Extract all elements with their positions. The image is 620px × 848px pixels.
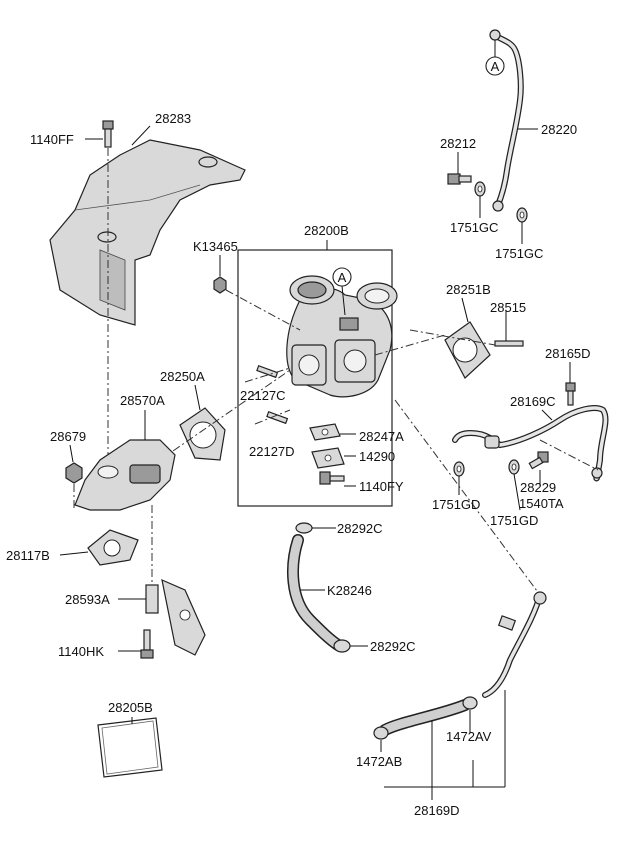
bolt-28165d xyxy=(565,382,576,406)
washer-1751gd-b xyxy=(508,459,520,475)
oil-pipe-28169d xyxy=(379,591,547,736)
washer-1751gc-a xyxy=(474,181,486,197)
label-1472ab: 1472AB xyxy=(356,754,402,769)
bolt-28229 xyxy=(528,451,549,470)
label-28593a: 28593A xyxy=(65,592,110,607)
label-28169c: 28169C xyxy=(510,394,556,409)
bolt-1140hk xyxy=(140,629,154,659)
clamp-1472ab xyxy=(373,726,389,740)
label-28250a: 28250A xyxy=(160,369,205,384)
label-28200b: 28200B xyxy=(304,223,349,238)
hose-k28246 xyxy=(287,534,344,651)
label-1140ff: 1140FF xyxy=(30,132,74,147)
label-28212: 28212 xyxy=(440,136,476,151)
nut-28679 xyxy=(65,462,83,484)
label-22127d: 22127D xyxy=(249,444,295,459)
label-28205b: 28205B xyxy=(108,700,153,715)
label-k13465: K13465 xyxy=(193,239,238,254)
label-28679: 28679 xyxy=(50,429,86,444)
bracket-28593a xyxy=(145,578,206,656)
label-22127c: 22127C xyxy=(240,388,286,403)
label-28292c-b: 28292C xyxy=(370,639,416,654)
clamp-1472av xyxy=(462,696,478,710)
gasket-28251b xyxy=(444,321,491,379)
bolt-28212 xyxy=(447,173,472,185)
stud-22127c xyxy=(256,364,279,379)
callout-a-top: A xyxy=(485,56,505,76)
label-1140hk: 1140HK xyxy=(58,644,104,659)
label-1751gc-b: 1751GC xyxy=(495,246,543,261)
label-28229: 28229 xyxy=(520,480,556,495)
svg-text:A: A xyxy=(338,270,347,285)
label-28515: 28515 xyxy=(490,300,526,315)
clamp-28292c-a xyxy=(295,522,313,534)
label-28247a: 28247A xyxy=(359,429,404,444)
label-1751gd-a: 1751GD xyxy=(432,497,480,512)
oil-feed-pipe-28220 xyxy=(489,29,524,212)
flange-14290 xyxy=(311,447,345,469)
bolt-1140ff xyxy=(102,120,114,148)
label-28292c-a: 28292C xyxy=(337,521,383,536)
washer-1751gd-a xyxy=(453,461,465,477)
label-28220: 28220 xyxy=(541,122,577,137)
exhaust-elbow-28570a xyxy=(74,439,176,511)
heat-shield-28283 xyxy=(49,139,246,326)
label-k28246: K28246 xyxy=(327,583,372,598)
stud-28515 xyxy=(494,340,524,347)
oil-pipe-28169c xyxy=(452,405,609,482)
label-1751gc-a: 1751GC xyxy=(450,220,498,235)
gasket-28205b xyxy=(97,717,163,778)
label-28169d: 28169D xyxy=(414,803,460,818)
clamp-28292c-b xyxy=(333,639,351,653)
svg-text:A: A xyxy=(491,59,500,74)
label-28251b: 28251B xyxy=(446,282,491,297)
label-28165d: 28165D xyxy=(545,346,591,361)
stud-22127d xyxy=(266,410,289,425)
label-28117b: 28117B xyxy=(6,548,50,563)
label-1140fy: 1140FY xyxy=(359,479,404,494)
callout-a-turbo: A xyxy=(332,267,352,287)
label-1751gd-b: 1751GD xyxy=(490,513,538,528)
label-28283: 28283 xyxy=(155,111,191,126)
nut-k13465 xyxy=(213,276,227,294)
label-1472av: 1472AV xyxy=(446,729,492,744)
label-28570a: 28570A xyxy=(120,393,165,408)
turbocharger-group-frame xyxy=(237,249,393,507)
turbocharger-28200b xyxy=(286,275,398,398)
label-14290: 14290 xyxy=(359,449,395,464)
washer-1751gc-b xyxy=(516,207,528,223)
bolt-1140fy xyxy=(319,471,345,485)
gasket-28250a xyxy=(179,407,226,461)
gasket-28117b xyxy=(87,529,139,566)
gasket-28247a xyxy=(309,423,341,441)
label-1540ta: 1540TA xyxy=(519,496,564,511)
